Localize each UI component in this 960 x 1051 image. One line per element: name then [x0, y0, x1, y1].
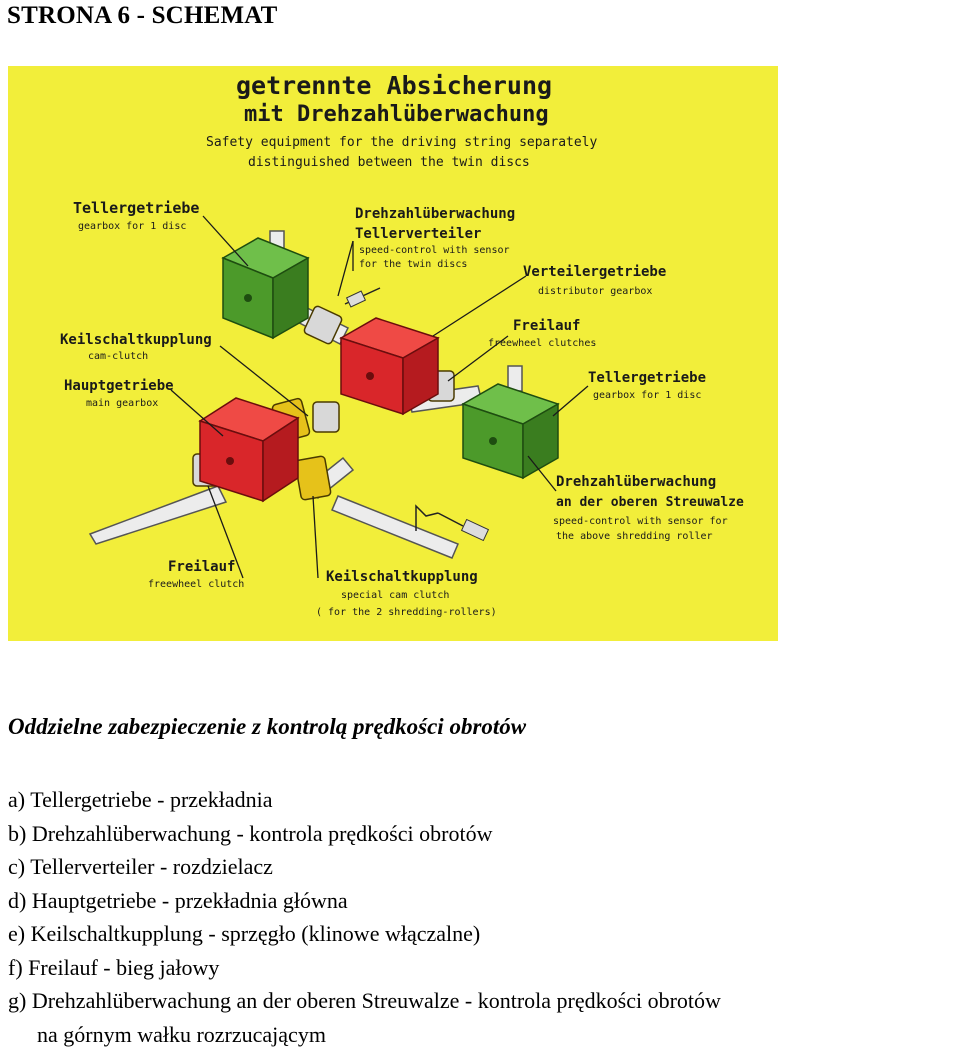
label-drehzahl-bottom-en-2: the above shredding roller — [556, 531, 713, 542]
drivetrain-diagram: getrennte Absicherung mit Drehzahlüberwa… — [8, 66, 778, 641]
label-tellergetriebe-right-en: gearbox for 1 disc — [593, 390, 701, 401]
sensor-top — [345, 288, 380, 307]
label-keilschalt-bottom-en-1: special cam clutch — [341, 590, 449, 601]
label-tellergetriebe-right: Tellergetriebe — [588, 370, 706, 386]
figure-subtitle-2: distinguished between the twin discs — [248, 155, 530, 170]
label-drehzahl-bottom-1: Drehzahlüberwachung — [556, 474, 716, 490]
legend-item: b) Drehzahlüberwachung - kontrola prędko… — [8, 817, 721, 851]
label-keilschalt-left: Keilschaltkupplung — [60, 332, 212, 348]
label-freilauf-top: Freilauf — [513, 318, 580, 334]
figure-title-2: mit Drehzahlüberwachung — [244, 102, 549, 127]
gearbox-center-red — [341, 318, 438, 414]
label-verteilergetriebe-en: distributor gearbox — [538, 286, 652, 297]
label-hauptgetriebe: Hauptgetriebe — [64, 378, 174, 394]
legend-item: a) Tellergetriebe - przekładnia — [8, 783, 721, 817]
label-tellergetriebe-left-en: gearbox for 1 disc — [78, 221, 186, 232]
label-drehzahl-bottom-en-1: speed-control with sensor for — [553, 516, 728, 527]
label-tellerverteiler: Tellerverteiler — [355, 226, 481, 242]
figure-title-1: getrennte Absicherung — [236, 71, 552, 100]
label-freilauf-bottom: Freilauf — [168, 559, 235, 575]
label-keilschalt-left-en: cam-clutch — [88, 351, 148, 362]
label-drehzahl-bottom-2: an der oberen Streuwalze — [556, 495, 744, 510]
label-freilauf-top-en: freewheel clutches — [488, 338, 596, 349]
figure-subtitle-1: Safety equipment for the driving string … — [206, 135, 598, 150]
legend-item-continuation: na górnym wałku rozrzucającym — [8, 1018, 721, 1051]
legend-item: c) Tellerverteiler - rozdzielacz — [8, 850, 721, 884]
legend-item: g) Drehzahlüberwachung an der oberen Str… — [8, 984, 721, 1018]
label-tellerverteiler-en-1: speed-control with sensor — [359, 245, 510, 256]
legend-item: e) Keilschaltkupplung - sprzęgło (klinow… — [8, 917, 721, 951]
label-freilauf-bottom-en: freewheel clutch — [148, 579, 244, 590]
label-keilschalt-bottom: Keilschaltkupplung — [326, 569, 478, 585]
label-tellergetriebe-left: Tellergetriebe — [73, 199, 199, 217]
legend-list: a) Tellergetriebe - przekładnia b) Drehz… — [8, 783, 721, 1051]
schematic-figure: getrennte Absicherung mit Drehzahlüberwa… — [8, 66, 778, 641]
gearbox-right-green — [463, 384, 558, 478]
label-hauptgetriebe-en: main gearbox — [86, 398, 158, 409]
legend-item: f) Freilauf - bieg jałowy — [8, 951, 721, 985]
label-verteilergetriebe: Verteilergetriebe — [523, 264, 666, 280]
section-title: Oddzielne zabezpieczenie z kontrolą pręd… — [8, 714, 526, 740]
gearbox-main-red — [200, 398, 298, 501]
page-heading: STRONA 6 - SCHEMAT — [7, 2, 278, 30]
label-tellerverteiler-en-2: for the twin discs — [359, 259, 467, 270]
label-keilschalt-bottom-en-2: ( for the 2 shredding-rollers) — [316, 607, 497, 618]
label-drehzahl-top: Drehzahlüberwachung — [355, 206, 515, 222]
legend-item: d) Hauptgetriebe - przekładnia główna — [8, 884, 721, 918]
